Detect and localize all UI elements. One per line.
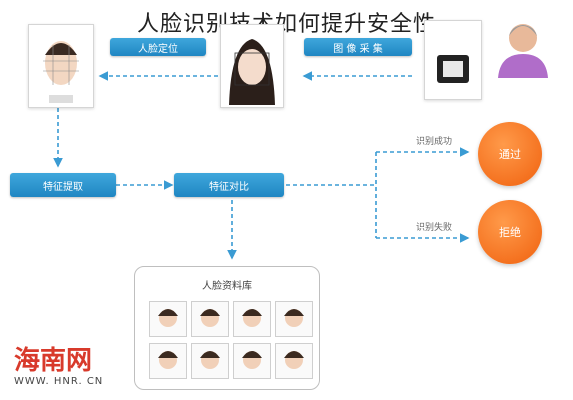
face-thumbnail <box>149 301 187 337</box>
feature-extract-label: 特征提取 <box>10 173 116 197</box>
face-thumbnail <box>191 343 229 379</box>
face-thumbnail <box>191 301 229 337</box>
face-locate-label: 人脸定位 <box>110 38 206 56</box>
reject-circle: 拒绝 <box>478 200 542 264</box>
face-database-title: 人脸资料库 <box>202 281 252 292</box>
watermark-url: WWW. HNR. CN <box>14 376 104 387</box>
face-thumbnail <box>149 343 187 379</box>
face-thumbnail <box>275 343 313 379</box>
normalized-face-card <box>28 24 94 108</box>
portrait-icon <box>229 39 275 105</box>
face-mesh-icon <box>43 41 79 103</box>
face-thumbnail <box>275 301 313 337</box>
watermark-logo: 海南网 <box>14 346 93 376</box>
camera-card <box>424 20 482 100</box>
face-thumbnail <box>233 343 271 379</box>
face-database-panel: 人脸资料库 <box>134 266 320 390</box>
image-capture-label: 图 像 采 集 <box>304 38 412 56</box>
feature-compare-label: 特征对比 <box>174 173 284 197</box>
pass-circle: 通过 <box>478 122 542 186</box>
page-title: 人脸识别技术如何提升安全性 <box>136 12 436 37</box>
user-avatar-icon <box>498 24 548 78</box>
fail-edge-label: 识别失败 <box>416 220 453 233</box>
face-locate-card <box>220 24 284 108</box>
success-edge-label: 识别成功 <box>416 134 453 147</box>
camera-device-icon <box>437 55 469 83</box>
face-thumbnail <box>233 301 271 337</box>
